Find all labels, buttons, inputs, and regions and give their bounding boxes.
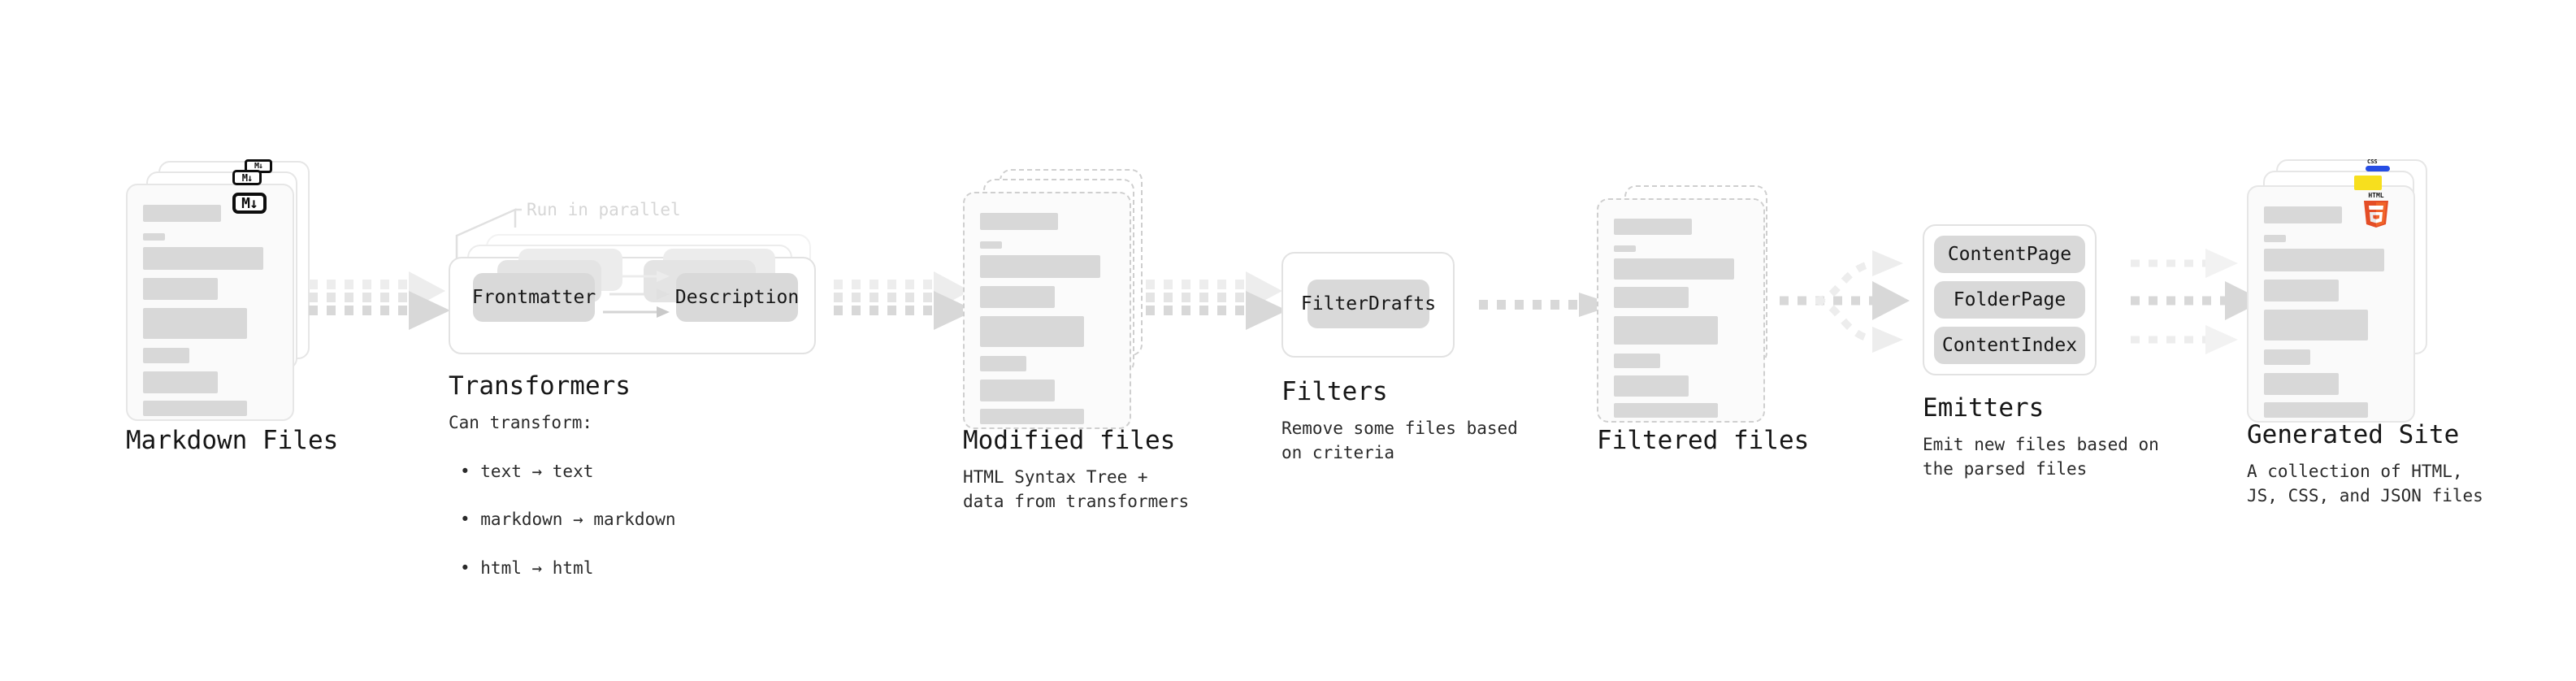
emitters-caption: Emitters Emit new files based on the par… <box>1923 394 2199 482</box>
generated-site-title: Generated Site <box>2247 420 2460 449</box>
transformers-title: Transformers <box>449 371 631 401</box>
transformer-pill-frontmatter-label: Frontmatter <box>471 287 596 308</box>
transformer-pill-frontmatter[interactable]: Frontmatter <box>471 273 596 322</box>
filtered-files-title: Filtered files <box>1597 426 1810 455</box>
emitters-subtitle: Emit new files based on the parsed files <box>1923 435 2159 479</box>
generated-site-stack: CSS HTML <box>2247 158 2442 427</box>
filtered-files-caption: Filtered files <box>1597 427 1841 454</box>
run-in-parallel-bracket <box>455 208 522 262</box>
markdown-files-stack: M↓ M↓ M↓ <box>126 159 313 421</box>
connector-transformers-to-modified <box>834 271 975 330</box>
transformers-bullets: • text → text • markdown → markdown • ht… <box>449 436 790 605</box>
markdown-files-caption: Markdown Files <box>126 427 370 454</box>
connector-md-to-transformers <box>309 271 450 330</box>
transformers-bullet-2: • html → html <box>460 557 594 578</box>
css-badge-label: CSS <box>2367 158 2378 165</box>
connector-emitters-to-site <box>2131 249 2264 354</box>
transformers-subtitle: Can transform: <box>449 413 593 433</box>
markdown-badge-mid: M↓ <box>232 170 262 185</box>
emitters-group: ContentPage FolderPage ContentIndex <box>1923 224 2118 387</box>
modified-card-content <box>965 193 1130 427</box>
generated-site-caption: Generated Site A collection of HTML, JS,… <box>2247 421 2523 509</box>
emitters-pill-contentpage-label: ContentPage <box>1947 244 2072 265</box>
modified-files-title: Modified files <box>963 426 1176 455</box>
filters-pill-filterdrafts-label: FilterDrafts <box>1300 293 1437 314</box>
filters-title: Filters <box>1281 377 1388 406</box>
site-card-front[interactable] <box>2247 185 2415 423</box>
modified-files-stack <box>963 169 1150 429</box>
emitters-pill-folderpage-label: FolderPage <box>1953 289 2066 310</box>
modified-files-caption: Modified files HTML Syntax Tree + data f… <box>963 427 1239 514</box>
emitters-pill-folderpage[interactable]: FolderPage <box>1934 281 2085 319</box>
filtered-card-content <box>1598 200 1763 421</box>
filters-group: FilterDrafts <box>1281 252 1468 366</box>
transformer-pill-description-label: Description <box>674 287 800 308</box>
markdown-card-content <box>128 185 293 419</box>
filtered-card-front[interactable] <box>1597 198 1765 423</box>
filters-pill-filterdrafts[interactable]: FilterDrafts <box>1301 280 1436 328</box>
emitters-title: Emitters <box>1923 393 2045 423</box>
site-card-content <box>2249 187 2413 421</box>
connector-modified-to-filters <box>1146 271 1287 330</box>
filters-subtitle: Remove some files based on criteria <box>1281 419 1518 462</box>
filtered-files-stack <box>1597 185 1784 429</box>
connector-filtered-to-emitters <box>1780 250 1910 353</box>
svg-text:HTML: HTML <box>2368 192 2383 199</box>
generated-site-subtitle: A collection of HTML, JS, CSS, and JSON … <box>2247 462 2483 505</box>
modified-files-subtitle: HTML Syntax Tree + data from transformer… <box>963 467 1190 511</box>
transformer-pill-description[interactable]: Description <box>674 273 800 322</box>
html5-icon: HTML <box>2364 192 2388 228</box>
js-badge-icon <box>2354 176 2382 190</box>
transformers-group: Frontmatter Description <box>449 234 830 364</box>
emitters-pill-contentindex-label: ContentIndex <box>1941 335 2078 356</box>
css-badge-icon <box>2366 166 2390 171</box>
emitters-pill-contentindex[interactable]: ContentIndex <box>1934 327 2085 364</box>
transformers-caption: Transformers Can transform: • text → tex… <box>449 372 790 605</box>
transformers-bullet-0: • text → text <box>460 461 594 481</box>
markdown-badge-front: M↓ <box>232 193 267 214</box>
run-in-parallel-label: Run in parallel <box>527 200 681 219</box>
emitters-pill-contentpage[interactable]: ContentPage <box>1934 236 2085 273</box>
markdown-files-title: Markdown Files <box>126 426 339 455</box>
modified-card-front[interactable] <box>963 192 1131 429</box>
transformers-bullet-1: • markdown → markdown <box>460 510 676 530</box>
filters-caption: Filters Remove some files based on crite… <box>1281 378 1550 466</box>
markdown-card-front[interactable] <box>126 184 294 421</box>
transformer-inner-arrows <box>603 271 670 318</box>
